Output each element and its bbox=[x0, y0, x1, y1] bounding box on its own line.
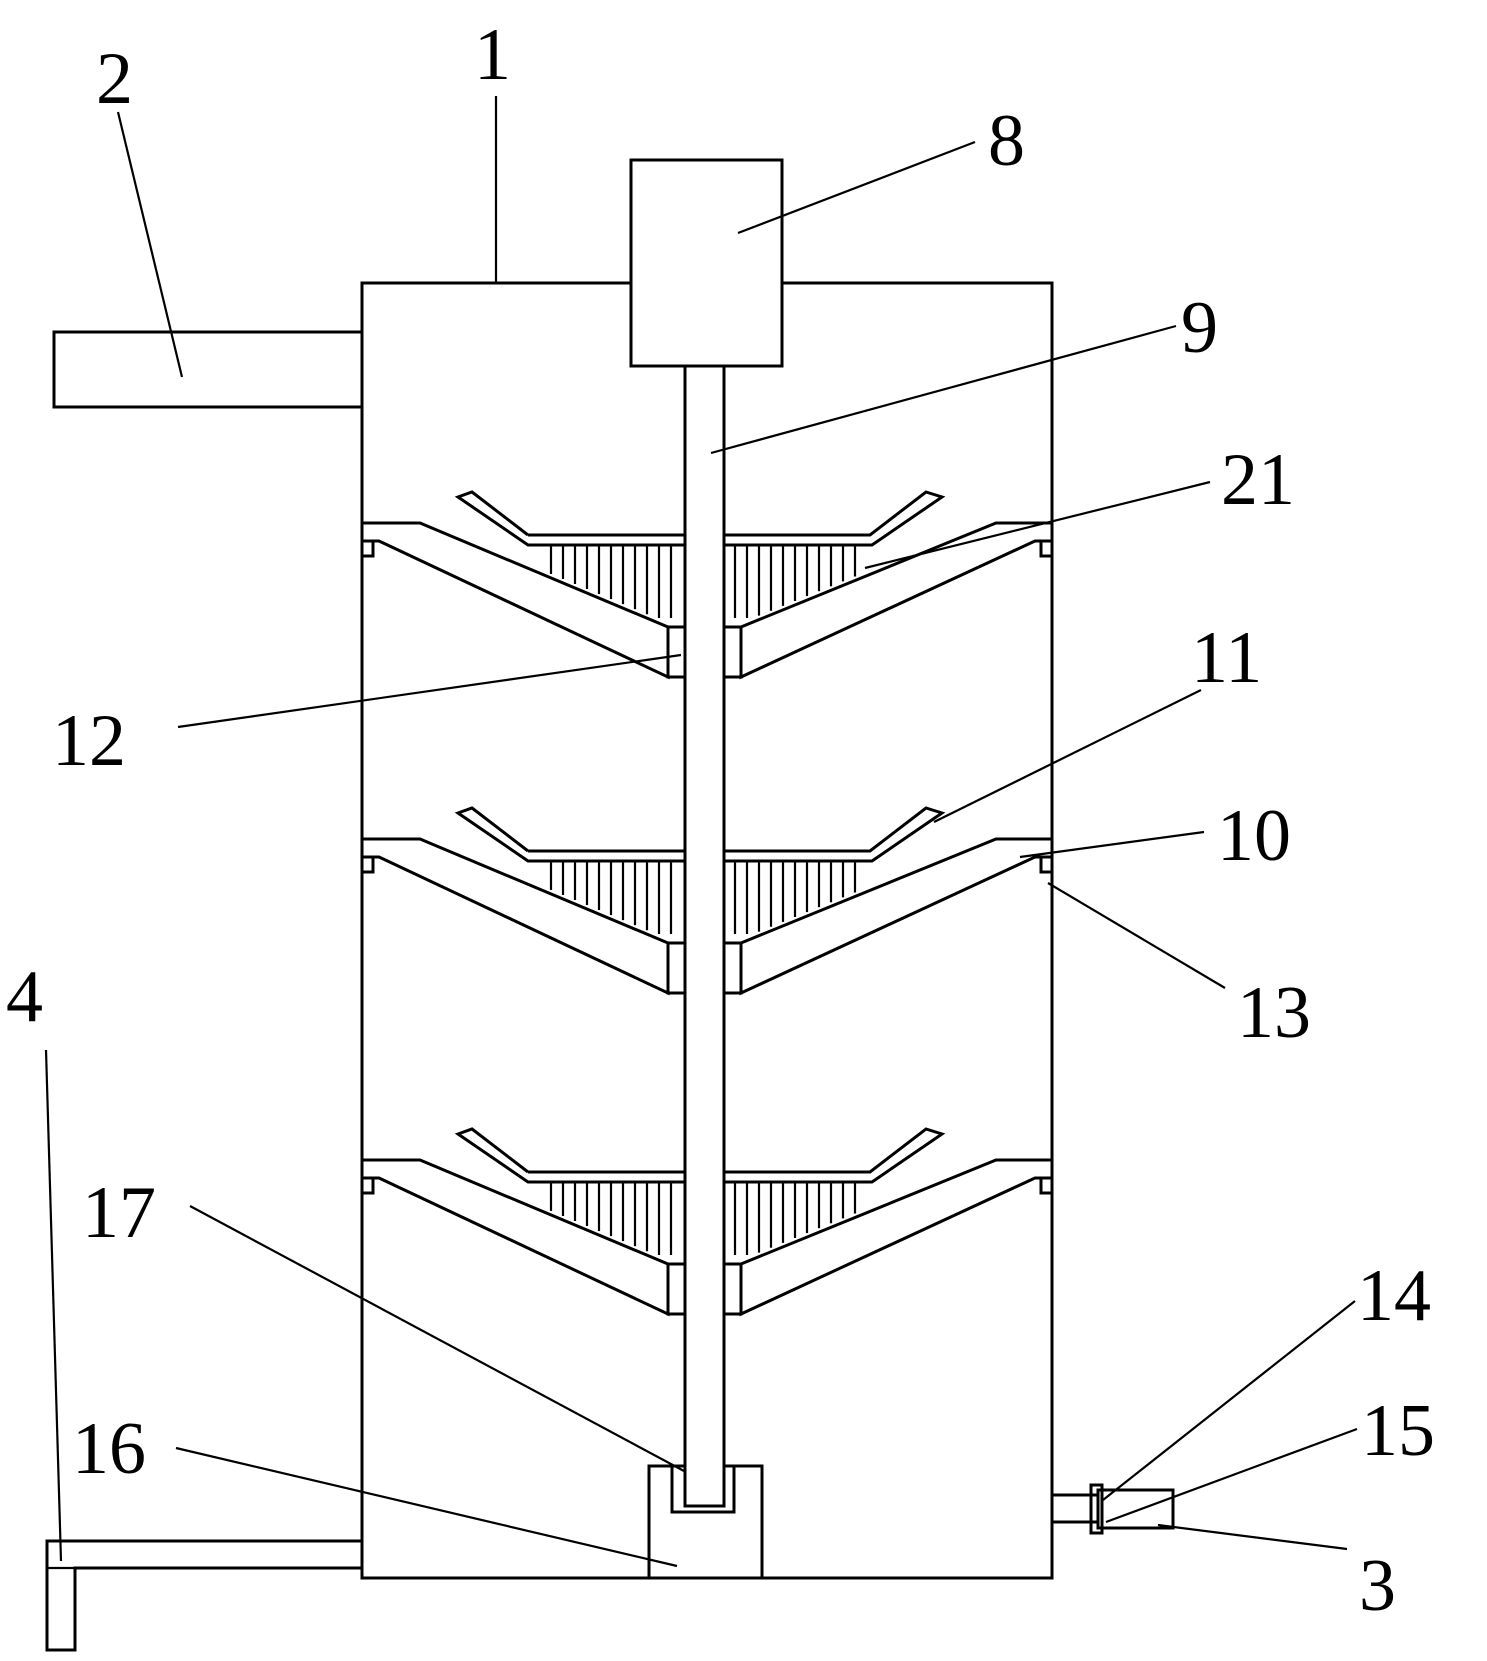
leader-12 bbox=[177, 653, 682, 729]
leader-4 bbox=[44, 1049, 63, 1562]
scraper-blade bbox=[454, 806, 946, 863]
leader-11 bbox=[933, 689, 1202, 823]
scraper-blade bbox=[454, 1127, 946, 1184]
motor bbox=[629, 158, 784, 368]
leader-15 bbox=[1105, 1427, 1358, 1524]
label-11: 11 bbox=[1191, 617, 1262, 699]
filter-mesh bbox=[549, 1183, 857, 1255]
label-10: 10 bbox=[1217, 795, 1291, 877]
leader-17 bbox=[189, 1205, 685, 1472]
hub-sleeve-left bbox=[666, 625, 687, 679]
scraper-blade bbox=[454, 490, 946, 547]
label-1: 1 bbox=[474, 14, 511, 96]
valve-body bbox=[1096, 1488, 1175, 1530]
drain-pipe bbox=[45, 1539, 362, 1652]
leader-8 bbox=[737, 140, 976, 235]
valve-handle bbox=[1089, 1483, 1104, 1535]
support-bracket-left bbox=[360, 855, 375, 874]
leader-lines bbox=[44, 96, 1358, 1568]
label-4: 4 bbox=[6, 956, 43, 1038]
label-8: 8 bbox=[988, 100, 1025, 182]
label-15: 15 bbox=[1361, 1390, 1435, 1472]
label-9: 9 bbox=[1181, 287, 1218, 369]
leader-10 bbox=[1019, 830, 1205, 859]
leader-9 bbox=[710, 324, 1177, 455]
label-17: 17 bbox=[82, 1172, 156, 1254]
support-bracket-right bbox=[1039, 855, 1054, 874]
leader-21 bbox=[864, 480, 1211, 570]
leader-16 bbox=[175, 1446, 678, 1568]
leader-2 bbox=[116, 111, 184, 378]
hub-sleeve-left bbox=[666, 1262, 687, 1316]
label-3: 3 bbox=[1359, 1545, 1396, 1627]
label-12: 12 bbox=[52, 700, 126, 782]
leader-14 bbox=[1102, 1300, 1356, 1501]
tray-level-2 bbox=[360, 806, 1054, 996]
hub-sleeve-right bbox=[722, 625, 743, 679]
inlet-pipe bbox=[52, 330, 364, 409]
leader-3 bbox=[1157, 1523, 1348, 1551]
label-13: 13 bbox=[1237, 972, 1311, 1054]
support-bracket-left bbox=[360, 1176, 375, 1195]
label-2: 2 bbox=[96, 38, 133, 120]
label-14: 14 bbox=[1357, 1255, 1431, 1337]
support-bracket-left bbox=[360, 539, 375, 558]
support-bracket-right bbox=[1039, 539, 1054, 558]
label-16: 16 bbox=[72, 1408, 146, 1490]
support-bracket-right bbox=[1039, 1176, 1054, 1195]
hub-sleeve-right bbox=[722, 941, 743, 995]
filter-mesh bbox=[549, 546, 857, 618]
label-21: 21 bbox=[1221, 439, 1295, 521]
hub-sleeve-right bbox=[722, 1262, 743, 1316]
leader-13 bbox=[1047, 882, 1226, 989]
hub-sleeve-left bbox=[666, 941, 687, 995]
shaft bbox=[683, 364, 726, 1508]
filter-mesh bbox=[549, 862, 857, 934]
tray-levels bbox=[360, 490, 1054, 1317]
bearing bbox=[670, 1466, 736, 1514]
